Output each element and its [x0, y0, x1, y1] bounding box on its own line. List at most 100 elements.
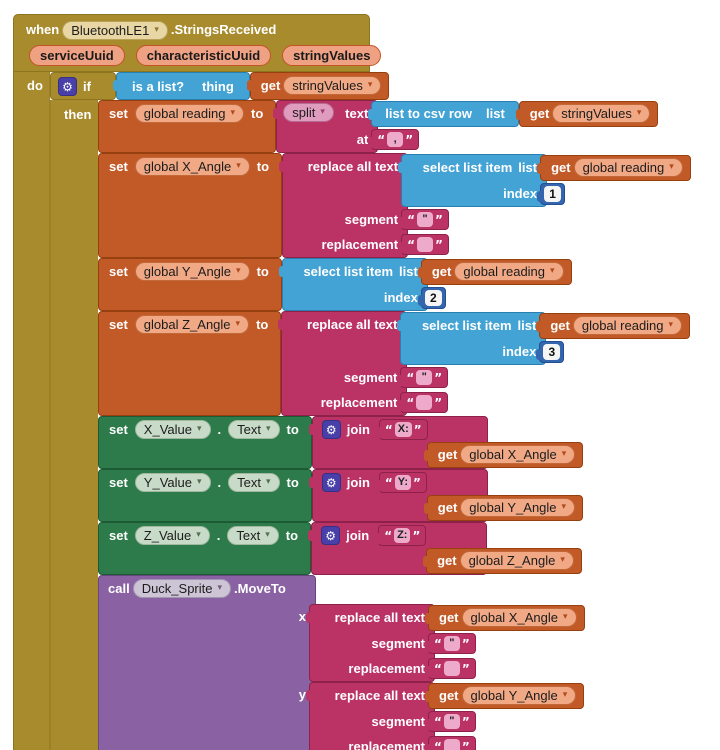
set-z-value-text-statement[interactable]: set Z_Value ▾ . Text ▾ to [98, 522, 582, 575]
string-input[interactable]: Z: [394, 528, 411, 543]
string-block[interactable]: “ " ” [397, 367, 449, 388]
string-input[interactable]: , [387, 132, 404, 147]
select-list-item-block[interactable]: select list item list get global read [397, 312, 691, 365]
get-variable-block[interactable]: get global reading ▾ [417, 259, 572, 285]
number-input[interactable]: 2 [424, 290, 442, 306]
variable-dropdown[interactable]: stringValues ▾ [552, 104, 651, 123]
param-characteristicuuid[interactable]: characteristicUuid [135, 45, 272, 66]
variable-dropdown[interactable]: global reading ▾ [572, 316, 683, 335]
get-variable-block[interactable]: get global Y_Angle ▾ [423, 495, 584, 521]
string-input[interactable]: " [416, 212, 433, 227]
string-block[interactable]: “ X: ” [375, 419, 428, 440]
replace-all-text-block[interactable]: replace all text get global Y_Angle [306, 682, 585, 750]
string-input[interactable]: " [416, 370, 433, 385]
string-block[interactable]: “ " ” [425, 633, 476, 654]
set-global-z-angle-statement[interactable]: set global Z_Angle ▾ to replace all text [98, 311, 691, 416]
get-variable-block[interactable]: get global reading ▾ [536, 313, 691, 339]
when-event-block[interactable]: when BluetoothLE1 ▾ .StringsReceived ser… [13, 14, 720, 750]
is-a-list-block[interactable]: is a list? thing [113, 72, 250, 100]
if-block-head[interactable]: ⚙ if [50, 72, 116, 100]
mutator-gear-icon[interactable]: ⚙ [58, 77, 77, 96]
get-variable-block[interactable]: get global X_Angle ▾ [425, 605, 585, 631]
set-variable-head[interactable]: set global Y_Angle ▾ to [98, 258, 282, 311]
set-variable-head[interactable]: set global reading ▾ to [98, 100, 277, 153]
variable-dropdown[interactable]: global X_Angle ▾ [461, 608, 577, 627]
number-block[interactable]: 2 [417, 287, 446, 309]
set-y-value-text-statement[interactable]: set Y_Value ▾ . Text ▾ to [98, 469, 584, 522]
variable-dropdown[interactable]: global reading ▾ [454, 262, 564, 281]
string-block[interactable]: “ ” [425, 736, 476, 750]
variable-dropdown[interactable]: global Z_Angle ▾ [134, 315, 250, 334]
set-variable-head[interactable]: set global X_Angle ▾ to [98, 153, 283, 258]
component-dropdown[interactable]: Duck_Sprite ▾ [132, 579, 232, 598]
set-variable-head[interactable]: set global Z_Angle ▾ to [98, 311, 282, 416]
variable-dropdown[interactable]: global Y_Angle ▾ [134, 262, 250, 281]
param-serviceuuid[interactable]: serviceUuid [29, 45, 125, 66]
split-dropdown[interactable]: split ▾ [283, 103, 334, 122]
string-block[interactable]: “ " ” [425, 711, 476, 732]
number-block[interactable]: 3 [536, 341, 565, 363]
variable-dropdown[interactable]: global X_Angle ▾ [134, 157, 250, 176]
select-list-item-block[interactable]: select list item list get global reading… [278, 258, 572, 311]
join-block[interactable]: ⚙ join “ Y: ” [308, 469, 584, 522]
mutator-gear-icon[interactable]: ⚙ [321, 526, 341, 545]
component-dropdown[interactable]: Z_Value ▾ [134, 526, 210, 545]
join-block[interactable]: ⚙ join “ X: ” [308, 416, 584, 469]
string-block[interactable]: “ Z: ” [375, 525, 427, 546]
get-variable-block[interactable]: get stringValues ▾ [515, 101, 659, 127]
string-block[interactable]: “ ” [397, 392, 449, 413]
variable-dropdown[interactable]: stringValues ▾ [283, 76, 382, 95]
get-variable-block[interactable]: get global reading ▾ [537, 155, 691, 181]
variable-dropdown[interactable]: global reading ▾ [573, 158, 683, 177]
string-input[interactable]: Y: [394, 475, 411, 490]
variable-dropdown[interactable]: global Y_Angle ▾ [460, 498, 576, 517]
property-dropdown[interactable]: Text ▾ [228, 420, 280, 439]
number-input[interactable]: 1 [544, 186, 562, 202]
select-list-item-block[interactable]: select list item list get global read [398, 154, 691, 207]
string-block[interactable]: “ " ” [398, 209, 449, 230]
mutator-gear-icon[interactable]: ⚙ [321, 473, 341, 492]
property-dropdown[interactable]: Text ▾ [228, 473, 280, 492]
get-variable-block[interactable]: get global X_Angle ▾ [423, 442, 584, 468]
replace-all-text-block[interactable]: replace all text get global X_Angle [306, 604, 585, 682]
set-x-value-text-statement[interactable]: set X_Value ▾ . Text ▾ to [98, 416, 584, 469]
string-input[interactable] [443, 739, 460, 750]
string-input[interactable]: " [443, 714, 460, 729]
number-input[interactable]: 3 [543, 344, 561, 360]
variable-dropdown[interactable]: global X_Angle ▾ [460, 445, 576, 464]
when-block-header[interactable]: when BluetoothLE1 ▾ .StringsReceived ser… [13, 14, 382, 72]
list-to-csv-row-block[interactable]: list to csv row list [368, 101, 519, 127]
call-method-block[interactable]: call Duck_Sprite ▾ .MoveTo x [98, 575, 585, 750]
replace-all-text-block[interactable]: replace all text select list item list [279, 153, 691, 258]
string-input[interactable] [416, 395, 433, 410]
variable-dropdown[interactable]: global Z_Angle ▾ [459, 551, 574, 570]
variable-dropdown[interactable]: global reading ▾ [134, 104, 245, 123]
set-property-head[interactable]: set Z_Value ▾ . Text ▾ to [98, 522, 312, 575]
set-property-head[interactable]: set X_Value ▾ . Text ▾ to [98, 416, 312, 469]
number-block[interactable]: 1 [537, 183, 566, 205]
component-dropdown[interactable]: BluetoothLE1 ▾ [62, 21, 168, 40]
string-block[interactable]: “ , ” [368, 129, 420, 150]
call-duck-sprite-moveto-statement[interactable]: call Duck_Sprite ▾ .MoveTo x [98, 575, 585, 750]
mutator-gear-icon[interactable]: ⚙ [321, 420, 341, 439]
set-property-head[interactable]: set Y_Value ▾ . Text ▾ to [98, 469, 312, 522]
string-input[interactable]: " [443, 636, 460, 651]
split-block[interactable]: split ▾ text list to csv row list [273, 100, 659, 153]
get-variable-block[interactable]: get stringValues ▾ [246, 72, 390, 100]
set-global-x-angle-statement[interactable]: set global X_Angle ▾ to replace all text [98, 153, 691, 258]
component-dropdown[interactable]: X_Value ▾ [134, 420, 211, 439]
set-global-reading-statement[interactable]: set global reading ▾ to spli [98, 100, 659, 153]
string-input[interactable]: X: [394, 422, 412, 437]
set-global-y-angle-statement[interactable]: set global Y_Angle ▾ to select list item [98, 258, 572, 311]
get-variable-block[interactable]: get global Y_Angle ▾ [424, 683, 585, 709]
param-stringvalues[interactable]: stringValues [282, 45, 382, 66]
join-block[interactable]: ⚙ join “ Z: ” [308, 522, 582, 575]
string-input[interactable] [443, 661, 460, 676]
property-dropdown[interactable]: Text ▾ [227, 526, 279, 545]
replace-all-text-block[interactable]: replace all text select list item list [278, 311, 691, 416]
string-block[interactable]: “ Y: ” [375, 472, 427, 493]
get-variable-block[interactable]: get global Z_Angle ▾ [423, 548, 582, 574]
string-input[interactable] [416, 237, 433, 252]
component-dropdown[interactable]: Y_Value ▾ [134, 473, 211, 492]
